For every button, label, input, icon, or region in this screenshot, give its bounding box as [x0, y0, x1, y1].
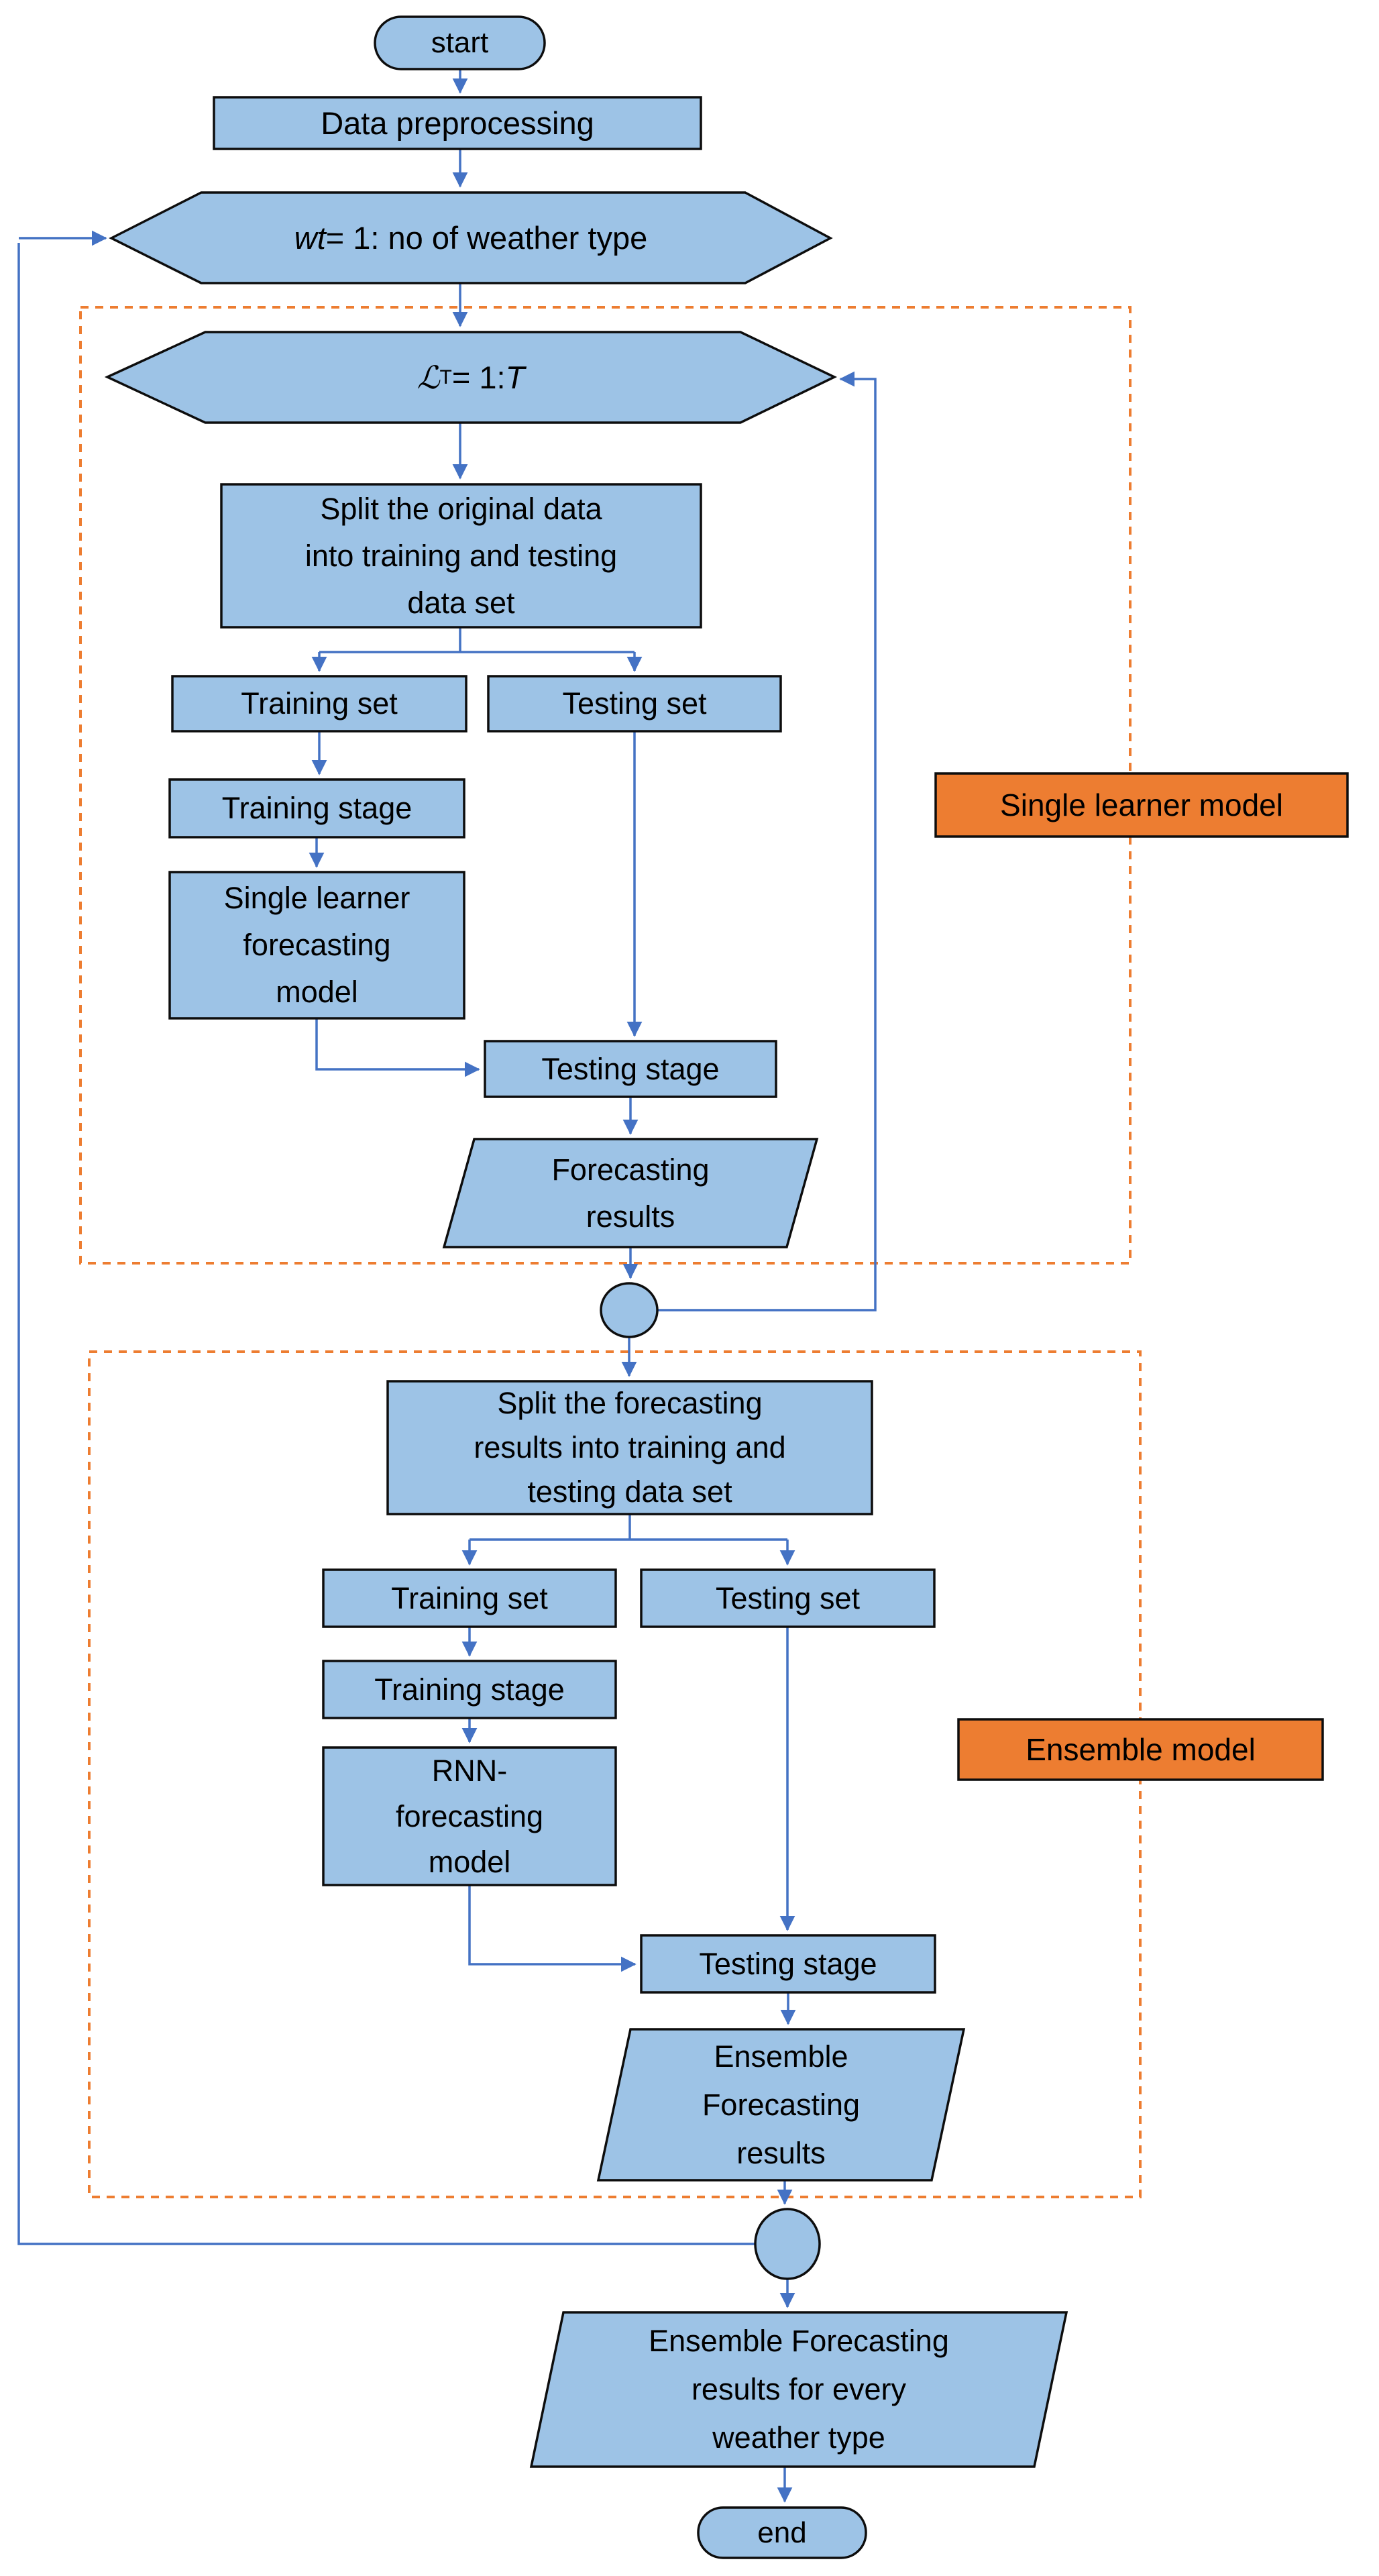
ensemble-model-label-box [957, 1718, 1324, 1781]
branch-split1 [319, 627, 635, 653]
loop-line-connector2-to-weather-loop [17, 238, 755, 2245]
loop-connector-circle-2 [754, 2208, 821, 2280]
single-learner-forecasting-model-box [168, 871, 465, 1020]
split-forecasting-results-process [386, 1380, 873, 1515]
training-set-1-box [171, 675, 467, 733]
weather-type-loop-hexagon [109, 191, 833, 284]
data-preprocessing-process [213, 96, 702, 150]
final-results-parallelogram [529, 2311, 1068, 2468]
start-terminator [374, 15, 546, 70]
elbow-rnn-to-testing-stage2 [468, 1885, 637, 1972]
single-learner-model-label-box [934, 772, 1349, 838]
end-terminator [697, 2506, 867, 2559]
ensemble-forecasting-results-parallelogram [596, 2028, 966, 2182]
testing-stage-2-box [640, 1934, 936, 1994]
learner-loop-hexagon [104, 331, 838, 424]
training-stage-1-box [168, 778, 465, 839]
branch-split2 [470, 1514, 787, 1541]
loop-line-connector1-to-learner-loop [657, 371, 877, 1311]
testing-stage-1-box [484, 1040, 777, 1098]
loop-connector-circle-1 [600, 1282, 659, 1338]
rnn-forecasting-model-box [322, 1746, 617, 1886]
testing-set-2-box [640, 1568, 936, 1628]
forecasting-results-parallelogram [442, 1138, 819, 1248]
split-original-data-process [220, 483, 702, 629]
training-set-2-box [322, 1568, 617, 1628]
testing-set-1-box [487, 675, 782, 733]
elbow-model1-to-testing-stage1 [315, 1018, 480, 1077]
training-stage-2-box [322, 1660, 617, 1719]
ensemble-region-border [88, 1350, 1142, 2198]
